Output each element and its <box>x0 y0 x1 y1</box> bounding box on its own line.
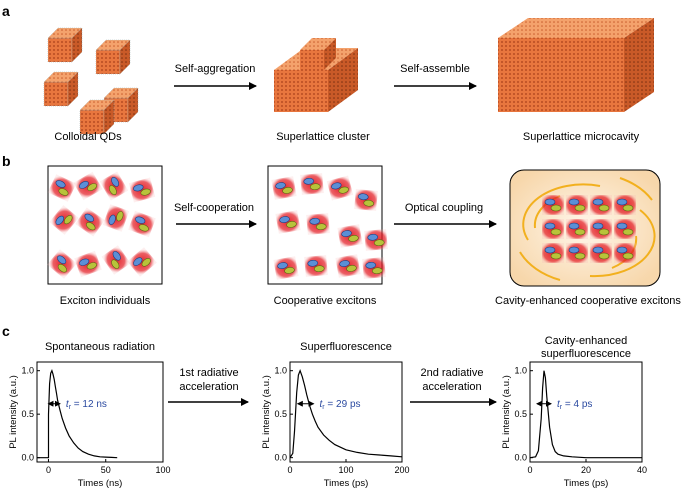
arrow-self-assemble-label: Self-assemble <box>400 63 470 75</box>
plot-frame <box>529 361 643 463</box>
label-superlattice-microcavity: Superlattice microcavity <box>523 131 640 143</box>
decay-charts: Spontaneous radiation 0.0 0.5 1.0 0 50 100Time… <box>8 335 647 489</box>
y-axis-label: PL intensity (a.u.) <box>501 375 512 449</box>
y-tick-label: 1.0 <box>514 366 527 376</box>
arrow-optical-coupling-label: Optical coupling <box>405 202 483 214</box>
arrow-2nd-label-line1: 2nd radiative <box>421 367 484 379</box>
series-line <box>529 370 642 459</box>
chart-title-line2: superfluorescence <box>541 348 631 360</box>
x-tick-label: 100 <box>155 465 170 475</box>
x-tick-label: 50 <box>101 465 111 475</box>
x-tick-label: 200 <box>394 465 409 475</box>
superlattice-cluster-illustration <box>274 38 358 112</box>
arrow-2nd-label-line2: acceleration <box>422 381 481 393</box>
decay-time-annotation: tr = 4 ps <box>557 399 592 411</box>
y-tick-label: 0.5 <box>21 409 34 419</box>
decay-time-annotation: tr = 29 ps <box>320 399 361 411</box>
y-axis-label: PL intensity (a.u.) <box>261 375 272 449</box>
y-tick-label: 1.0 <box>21 366 34 376</box>
colloidal-qds-illustration <box>43 27 139 135</box>
superlattice-microcavity-illustration <box>498 18 654 112</box>
arrow-self-aggregation-label: Self-aggregation <box>175 63 256 75</box>
arrow-1st-label-line2: acceleration <box>179 381 238 393</box>
x-axis-label: Times (ps) <box>324 478 369 489</box>
y-tick-label: 0.5 <box>514 409 527 419</box>
label-colloidal-qds: Colloidal QDs <box>54 131 122 143</box>
chart-title: Cavity-enhanced <box>545 335 628 347</box>
arrow-1st-label-line1: 1st radiative <box>179 367 238 379</box>
x-tick-label: 100 <box>338 465 353 475</box>
chart-1: Spontaneous radiation 0.0 0.5 1.0 0 50 100Time… <box>8 341 171 489</box>
x-tick-label: 20 <box>581 465 591 475</box>
y-tick-label: 0.0 <box>514 453 527 463</box>
plot-frame <box>289 361 403 463</box>
x-tick-label: 40 <box>637 465 647 475</box>
panel-b-letter: b <box>2 153 11 169</box>
label-cooperative-excitons: Cooperative excitons <box>274 295 377 307</box>
decay-time-annotation: tr = 12 ns <box>66 399 107 411</box>
y-tick-label: 0.0 <box>274 453 287 463</box>
y-axis-label: PL intensity (a.u.) <box>8 375 19 449</box>
arrow-self-cooperation-label: Self-cooperation <box>174 202 254 214</box>
label-superlattice-cluster: Superlattice cluster <box>276 131 370 143</box>
y-tick-label: 1.0 <box>274 366 287 376</box>
panel-c-letter: c <box>2 323 10 339</box>
series-line <box>289 369 403 459</box>
x-axis-label: Times (ps) <box>564 478 609 489</box>
y-tick-label: 0.5 <box>274 409 287 419</box>
label-cavity-enhanced-cooperative-excitons: Cavity-enhanced cooperative excitons <box>495 295 681 307</box>
chart-title: Spontaneous radiation <box>45 341 155 353</box>
x-tick-label: 0 <box>46 465 51 475</box>
label-exciton-individuals: Exciton individuals <box>60 295 151 307</box>
series-line <box>37 369 118 459</box>
panel-a-letter: a <box>2 3 10 19</box>
y-tick-label: 0.0 <box>21 453 34 463</box>
x-tick-label: 0 <box>527 465 532 475</box>
x-axis-label: Times (ns) <box>78 478 123 489</box>
x-tick-label: 0 <box>287 465 292 475</box>
plot-frame <box>36 361 164 463</box>
chart-title: Superfluorescence <box>300 341 392 353</box>
